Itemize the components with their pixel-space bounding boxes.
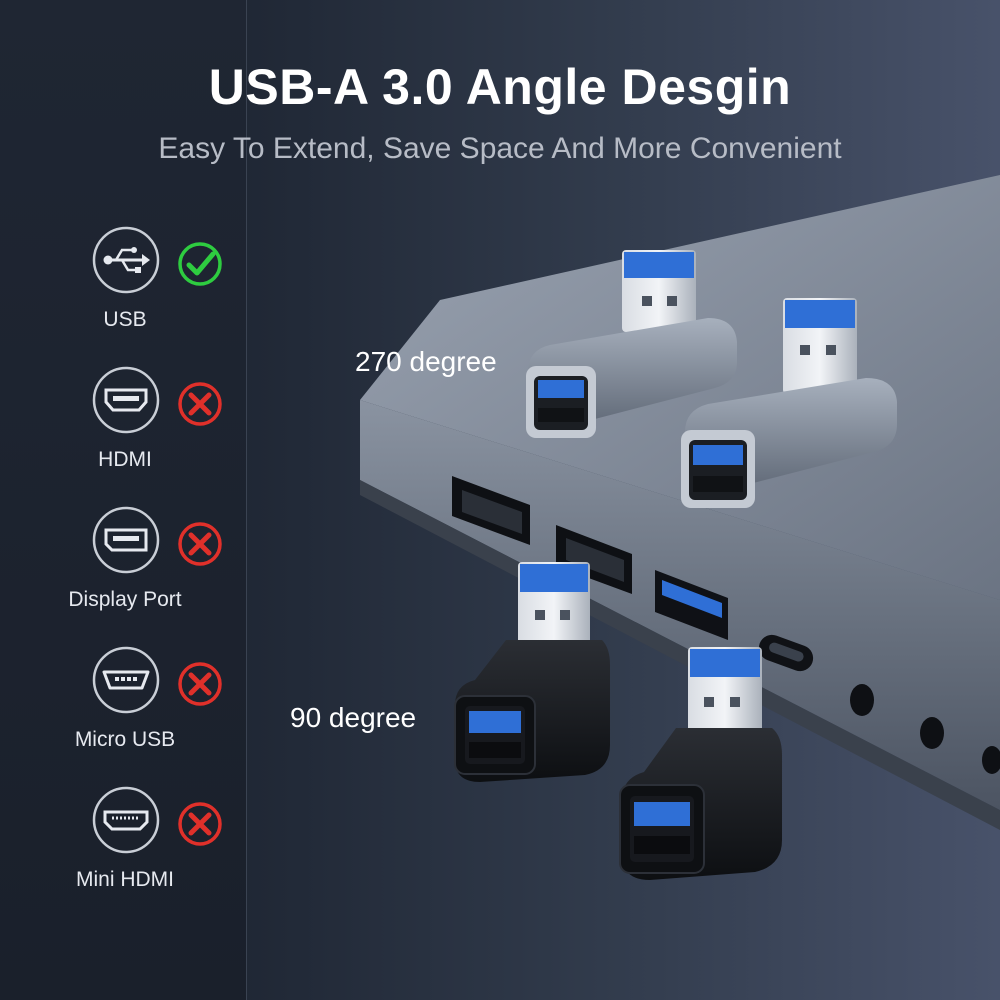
label-90-degree: 90 degree [290,702,417,733]
audio-jack-3 [982,746,1000,774]
compat-label-hdmi: HDMI [98,448,152,471]
laptop-port-hdmi-1 [452,476,530,545]
adapter-90-right [619,647,782,880]
compat-item-usb: USB [60,226,240,336]
cross-icon [177,661,223,712]
cross-icon [177,521,223,572]
laptop-port-usb-a [655,570,728,640]
mini-hdmi-icon [92,786,160,859]
compat-item-displayport: Display Port [60,506,240,616]
page-title: USB-A 3.0 Angle Desgin [208,59,792,115]
compat-item-micro-usb: Micro USB [60,646,240,756]
laptop-port-usb-c [758,634,814,672]
compat-item-hdmi: HDMI [60,366,240,476]
displayport-icon [92,506,160,579]
audio-jack-1 [850,684,874,716]
compat-item-mini-hdmi: Mini HDMI [60,786,240,896]
audio-jack-2 [920,717,944,749]
micro-usb-icon [92,646,160,719]
cross-icon [177,381,223,432]
adapter-270-right [681,298,897,508]
hdmi-port-icon [92,366,160,439]
compat-label-micro-usb: Micro USB [74,728,176,751]
adapter-90-left [454,562,610,782]
compat-label-usb: USB [103,308,147,331]
compat-label-displayport: Display Port [68,588,182,611]
adapter-270-left [526,250,737,438]
page-subtitle: Easy To Extend, Save Space And More Conv… [158,132,842,165]
label-270-degree: 270 degree [355,346,497,377]
usb-icon [92,226,160,299]
cross-icon [177,801,223,852]
compat-label-mini-hdmi: Mini HDMI [76,868,174,891]
check-icon [177,241,223,292]
laptop-port-hdmi-2 [556,525,632,594]
